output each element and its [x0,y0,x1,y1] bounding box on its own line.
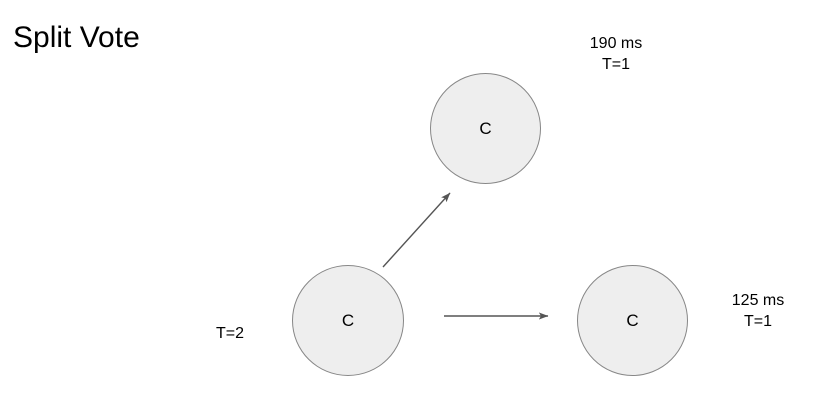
annotation-top-right: 190 ms T=1 [537,33,695,75]
annotation-time: 190 ms [589,35,643,52]
annotation-term: T=2 [215,325,244,342]
node-label: C [626,311,639,330]
annotation-bottom-right: 125 ms T=1 [693,290,823,332]
edge-source-to-top-arrow [382,192,451,268]
annotation-term: T=1 [743,313,772,330]
node-label: C [479,119,492,138]
node-candidate-top[interactable]: C [430,73,541,184]
annotation-time: 125 ms [731,292,785,309]
annotation-term: T=1 [601,56,630,73]
node-candidate-source[interactable]: C [292,265,404,376]
node-label: C [341,311,355,330]
node-candidate-right[interactable]: C [577,265,688,376]
annotation-source: T=2 [175,323,285,344]
page-title: Split Vote [13,21,140,54]
